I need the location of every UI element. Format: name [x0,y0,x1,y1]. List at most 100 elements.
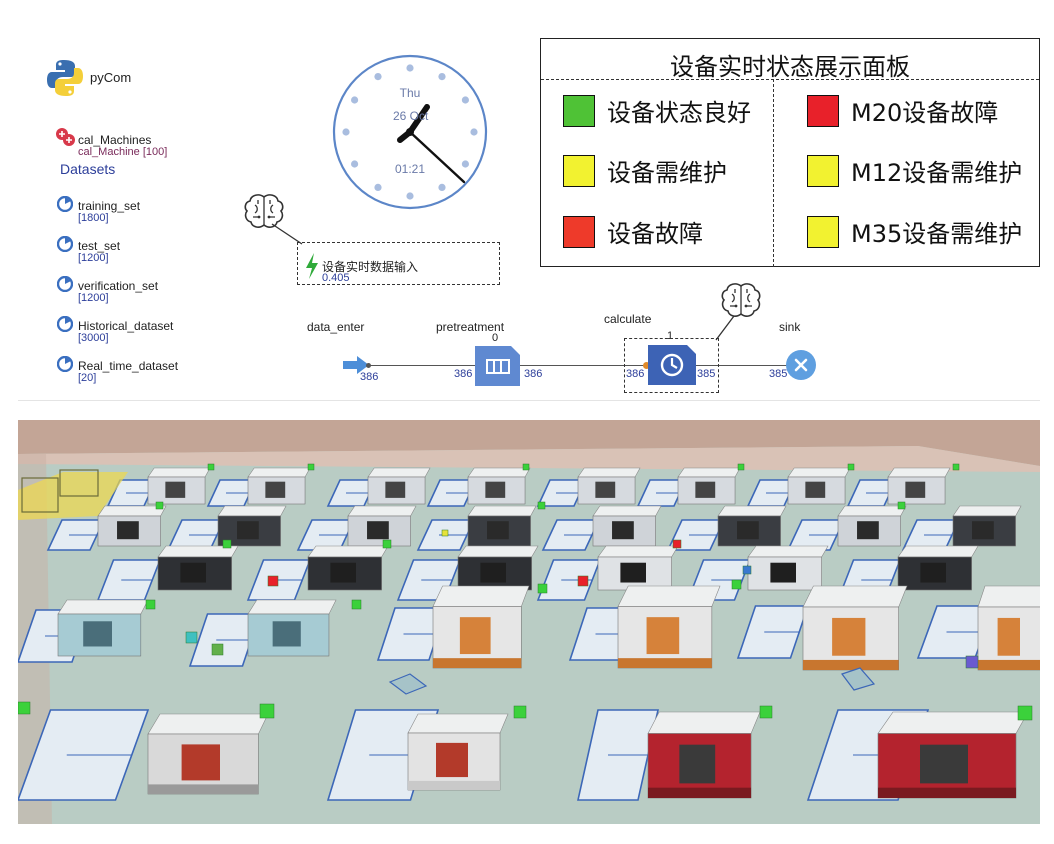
dataset-icon [57,196,73,212]
brain-icon [721,283,761,317]
calculate-queue: 1 [667,330,674,342]
status-indicator-cube [513,705,527,719]
flow-connector [696,365,788,367]
dataset-count: [1800] [78,212,109,224]
connector-line [715,315,735,341]
legend-item: 设备故障 [563,214,703,249]
legend-swatch-red [563,215,595,248]
status-indicator-cube [737,463,745,471]
pretreatment-label: pretreatment [436,320,505,334]
dataset-count: [1200] [78,292,109,304]
calculate-selection-box [624,338,719,393]
dataset-item[interactable]: Real_time_dataset [20] [78,360,178,384]
dataset-icon [57,356,73,372]
status-panel-title: 设备实时状态展示面板 [670,53,910,81]
close-icon [794,358,808,372]
machine-swatch-yellow [807,215,839,248]
machine-status-label: M35设备需维护 [851,220,1023,248]
resource-pool-count: cal_Machine [100] [78,146,168,158]
machine-status-label: M12设备需维护 [851,159,1023,187]
dataset-item[interactable]: verification_set [1200] [78,280,158,304]
status-indicator-cube [731,579,742,590]
clock-time: 01:21 [394,162,426,176]
machine-swatch-yellow [807,154,839,187]
flow-connector [520,365,648,367]
resource-pool-item[interactable]: cal_Machines cal_Machine [100] [78,134,167,158]
queue-icon [486,346,520,374]
calculate-block[interactable] [648,345,696,385]
sink-in-count: 385 [769,368,788,380]
legend-label: 设备需维护 [607,159,727,187]
status-indicator-cube [441,529,449,537]
source-label: data_enter [307,320,365,334]
legend-item: 设备状态良好 [563,93,751,128]
panel-divider [541,79,1039,80]
port-dot [366,363,371,368]
pretreatment-queue: 0 [492,332,499,344]
machine-status-item: M20设备故障 [807,93,998,128]
calculate-out-count: 385 [697,368,716,380]
status-indicator-cube [742,565,752,575]
legend-item: 设备需维护 [563,153,727,188]
source-out-count: 386 [360,371,379,383]
pretreatment-block[interactable] [475,346,520,386]
dataset-name: Real_time_dataset [78,359,179,373]
status-indicator-cube [18,701,31,715]
clock-minute-hand [408,130,466,184]
status-indicator-cube [145,599,156,610]
source-arrow-icon[interactable] [343,356,369,374]
clock-day: Thu [399,86,421,100]
clock-hour-hand [407,104,430,135]
section-divider [18,400,1040,401]
lightning-icon [306,253,318,279]
calculate-label: calculate [604,312,652,326]
pretreatment-out-count: 386 [524,368,543,380]
dataset-icon [57,236,73,252]
sink-block[interactable] [786,350,816,380]
event-box[interactable] [297,242,500,285]
calculate-in-count: 386 [626,368,645,380]
machine-status-label: M20设备故障 [851,99,999,127]
pretreatment-in-count: 386 [454,368,473,380]
status-indicator-cube [672,539,682,549]
status-indicator-cube [577,575,589,587]
datasets-title: Datasets [60,161,116,177]
status-indicator-cube [952,463,960,471]
status-panel: 设备实时状态展示面板 设备状态良好 设备需维护 设备故障 M20设备故障 M12… [540,38,1040,267]
sink-label: sink [779,320,801,334]
factory-wall [18,420,1040,466]
legend-label: 设备状态良好 [607,99,751,127]
status-indicator-cube [847,463,855,471]
status-indicator-cube [155,501,164,510]
python-logo-icon [47,60,83,96]
event-label: 设备实时数据输入 [322,260,419,274]
dataset-name: verification_set [78,279,159,293]
resource-pool-icon[interactable] [54,126,76,148]
legend-label: 设备故障 [607,220,703,248]
status-indicator-cube [522,463,530,471]
dataset-icon [57,316,73,332]
dataset-count: [1200] [78,252,109,264]
machine-status-item: M12设备需维护 [807,153,1022,188]
dataset-item[interactable]: test_set [1200] [78,240,120,264]
dataset-item[interactable]: Historical_dataset [3000] [78,320,173,344]
status-indicator-cube [207,463,215,471]
factory-3d-view[interactable] [18,420,1040,824]
legend-swatch-yellow [563,154,595,187]
status-indicator-cube [382,539,392,549]
app-name: pyCom [90,70,132,85]
status-indicator-cube [537,501,546,510]
machine-status-item: M35设备需维护 [807,214,1022,249]
port-dot [643,362,650,369]
status-indicator-cube [267,575,279,587]
event-value: 0.405 [322,272,350,284]
dataset-item[interactable]: training_set [1800] [78,200,140,224]
status-indicator-cube [965,655,979,669]
dataset-count: [3000] [78,332,109,344]
panel-divider [773,79,774,267]
delay-clock-icon [660,345,696,377]
status-indicator-cube [897,501,906,510]
status-indicator-cube [537,583,548,594]
dataset-name: Historical_dataset [78,319,174,333]
status-indicator-cube [351,599,362,610]
